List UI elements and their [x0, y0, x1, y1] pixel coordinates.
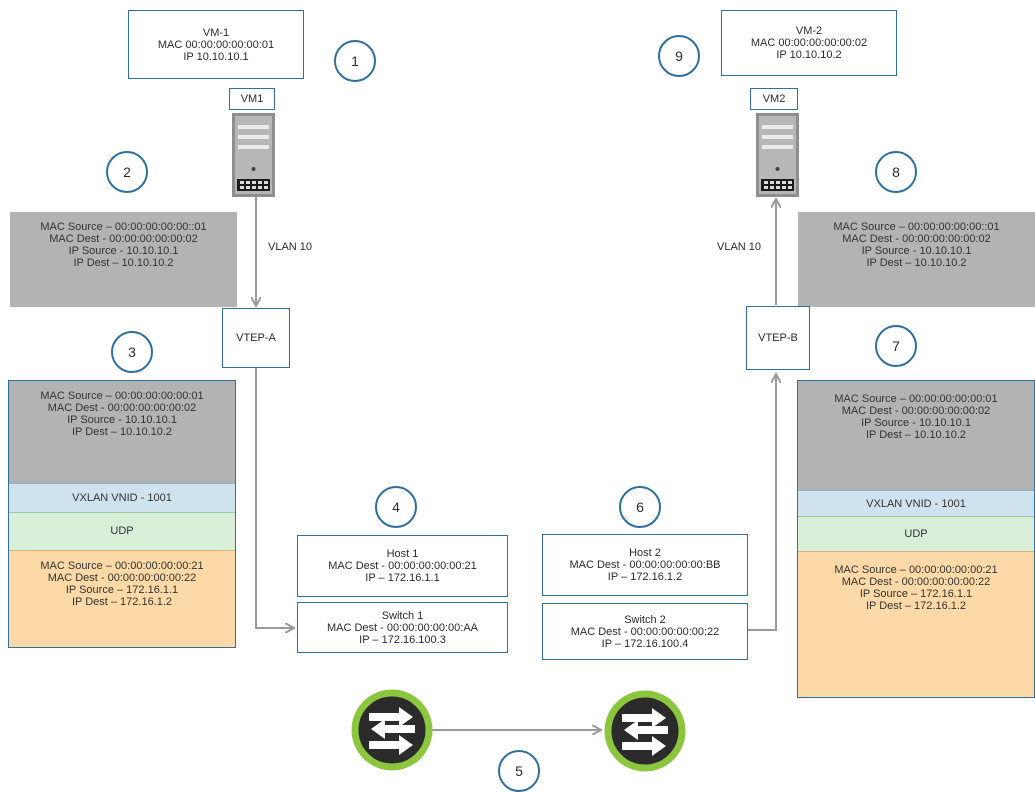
packet-right-outer-mac-src: MAC Source – 00:00:00:00:00:21 — [834, 564, 998, 576]
step-2-badge: 2 — [106, 151, 148, 193]
packet-left-udp: UDP — [9, 512, 235, 550]
vm2-server-icon — [756, 113, 799, 197]
packet-right-outer: MAC Source – 00:00:00:00:00:21 MAC Dest … — [798, 551, 1034, 697]
packet-left-vxlan: VXLAN VNID - 1001 — [9, 483, 235, 512]
packet-right-inner-mac-dst: MAC Dest - 00:00:00:00:00:02 — [841, 405, 991, 417]
packet-left-inner-ip-src: IP Source - 10.10.10.1 — [67, 414, 177, 426]
step-7-badge: 7 — [875, 325, 917, 367]
host1-box: Host 1 MAC Dest - 00:00:00:00:00:21 IP –… — [297, 535, 508, 597]
step-6-badge: 6 — [619, 486, 661, 528]
host1-name: Host 1 — [386, 548, 419, 560]
packet-left-outer-ip-src: IP Source – 172.16.1.1 — [65, 584, 179, 596]
packet-right-outer-ip-dst: IP Dest – 172.16.1.2 — [865, 600, 967, 612]
switch1-mac: MAC Dest - 00:00:00:00:00:AA — [326, 621, 479, 634]
frame-left-ip-src: IP Source - 10.10.10.1 — [68, 245, 179, 257]
step-4-badge: 4 — [375, 486, 417, 528]
packet-right-inner-ip-src: IP Source - 10.10.10.1 — [861, 417, 971, 429]
packet-right-udp: UDP — [798, 516, 1034, 551]
switch1-box: Switch 1 MAC Dest - 00:00:00:00:00:AA IP… — [297, 602, 508, 653]
switch-right-icon — [604, 690, 686, 772]
host2-mac: MAC Dest - 00:00:00:00:00:BB — [569, 559, 721, 571]
switch2-box: Switch 2 MAC Dest - 00:00:00:00:00:22 IP… — [542, 603, 748, 660]
vm1-server-icon — [232, 113, 275, 197]
switch2-ip: IP – 172.16.100.4 — [601, 637, 689, 650]
vm1-info-box: VM-1 MAC 00:00:00:00:00:01 IP 10.10.10.1 — [128, 10, 304, 79]
packet-left-outer-mac-dst: MAC Dest - 00:00:00:00:00:22 — [47, 572, 197, 584]
arrow-switch2-to-vtep-b — [748, 375, 776, 631]
packet-right-outer-mac-dst: MAC Dest - 00:00:00:00:00:22 — [841, 576, 991, 588]
packet-right-vxlan: VXLAN VNID - 1001 — [798, 490, 1034, 516]
packet-right-inner-ip-dst: IP Dest – 10.10.10.2 — [865, 429, 967, 441]
packet-left-inner-mac-src: MAC Source – 00:00:00:00:00:01 — [40, 390, 204, 402]
frame-right-ip-dst: IP Dest – 10.10.10.2 — [866, 257, 967, 269]
step-9-badge: 9 — [658, 35, 700, 77]
host1-ip: IP – 172.16.1.1 — [365, 572, 440, 584]
packet-left-inner: MAC Source – 00:00:00:00:00:01 MAC Dest … — [9, 381, 235, 483]
switch1-name: Switch 1 — [381, 609, 424, 622]
vlan-label-left: VLAN 10 — [268, 241, 313, 253]
frame-right-ip-src: IP Source - 10.10.10.1 — [861, 245, 972, 257]
packet-left-outer-ip-dst: IP Dest – 172.16.1.2 — [71, 596, 173, 608]
step-3-badge: 3 — [111, 331, 153, 373]
vlan-label-right: VLAN 10 — [717, 241, 762, 253]
packet-left-inner-ip-dst: IP Dest – 10.10.10.2 — [71, 426, 173, 438]
host2-ip: IP – 172.16.1.2 — [607, 571, 683, 583]
vm2-mac: MAC 00:00:00:00:00:02 — [750, 37, 868, 49]
packet-left: MAC Source – 00:00:00:00:00:01 MAC Dest … — [8, 380, 236, 648]
packet-right: MAC Source – 00:00:00:00:00:01 MAC Dest … — [797, 380, 1035, 698]
packet-right-inner-mac-src: MAC Source – 00:00:00:00:00:01 — [834, 393, 998, 405]
vm1-ip: IP 10.10.10.1 — [183, 50, 249, 63]
switch1-ip: IP – 172.16.100.3 — [359, 633, 446, 646]
frame-right: MAC Source – 00:00:00:00:00::01 MAC Dest… — [798, 212, 1035, 307]
frame-left: MAC Source – 00:00:00:00:00::01 MAC Dest… — [10, 212, 237, 307]
frame-right-mac-src: MAC Source – 00:00:00:00:00::01 — [833, 221, 1000, 233]
vtep-a-box: VTEP-A — [222, 308, 290, 368]
packet-right-vxlan-label: VXLAN VNID - 1001 — [866, 498, 966, 510]
packet-left-vxlan-label: VXLAN VNID - 1001 — [72, 492, 172, 504]
vm2-name: VM-2 — [795, 25, 823, 37]
packet-left-outer: MAC Source – 00:00:00:00:00:21 MAC Dest … — [9, 550, 235, 647]
step-5-badge: 5 — [498, 750, 540, 792]
packet-right-inner: MAC Source – 00:00:00:00:00:01 MAC Dest … — [798, 381, 1034, 490]
arrow-vtep-a-to-switch1 — [255, 368, 293, 628]
packet-right-udp-label: UDP — [904, 528, 928, 540]
host2-box: Host 2 MAC Dest - 00:00:00:00:00:BB IP –… — [542, 534, 748, 596]
packet-left-outer-mac-src: MAC Source – 00:00:00:00:00:21 — [40, 560, 204, 572]
step-1-badge: 1 — [334, 40, 376, 82]
step-8-badge: 8 — [875, 151, 917, 193]
switch2-mac: MAC Dest - 00:00:00:00:00:22 — [570, 625, 720, 638]
frame-right-mac-dst: MAC Dest - 00:00:00:00:00:02 — [842, 233, 991, 245]
frame-left-mac-src: MAC Source – 00:00:00:00:00::01 — [40, 221, 207, 233]
vtep-b-box: VTEP-B — [746, 306, 810, 370]
vm1-name: VM-1 — [202, 26, 230, 39]
packet-left-inner-mac-dst: MAC Dest - 00:00:00:00:00:02 — [47, 402, 197, 414]
vm1-mac: MAC 00:00:00:00:00:01 — [157, 38, 275, 51]
vm2-server-label: VM2 — [750, 88, 798, 110]
packet-right-outer-ip-src: IP Source – 172.16.1.1 — [859, 588, 973, 600]
packet-left-udp-label: UDP — [110, 525, 134, 537]
frame-left-mac-dst: MAC Dest - 00:00:00:00:00:02 — [49, 233, 198, 245]
host2-name: Host 2 — [629, 547, 661, 559]
vm1-server-label: VM1 — [229, 88, 275, 110]
frame-left-ip-dst: IP Dest – 10.10.10.2 — [73, 257, 174, 269]
switch2-name: Switch 2 — [624, 613, 666, 626]
host1-mac: MAC Dest - 00:00:00:00:00:21 — [328, 560, 477, 572]
vm2-info-box: VM-2 MAC 00:00:00:00:00:02 IP 10.10.10.2 — [721, 10, 897, 76]
vm2-ip: IP 10.10.10.2 — [776, 49, 842, 61]
switch-left-icon — [351, 689, 433, 771]
